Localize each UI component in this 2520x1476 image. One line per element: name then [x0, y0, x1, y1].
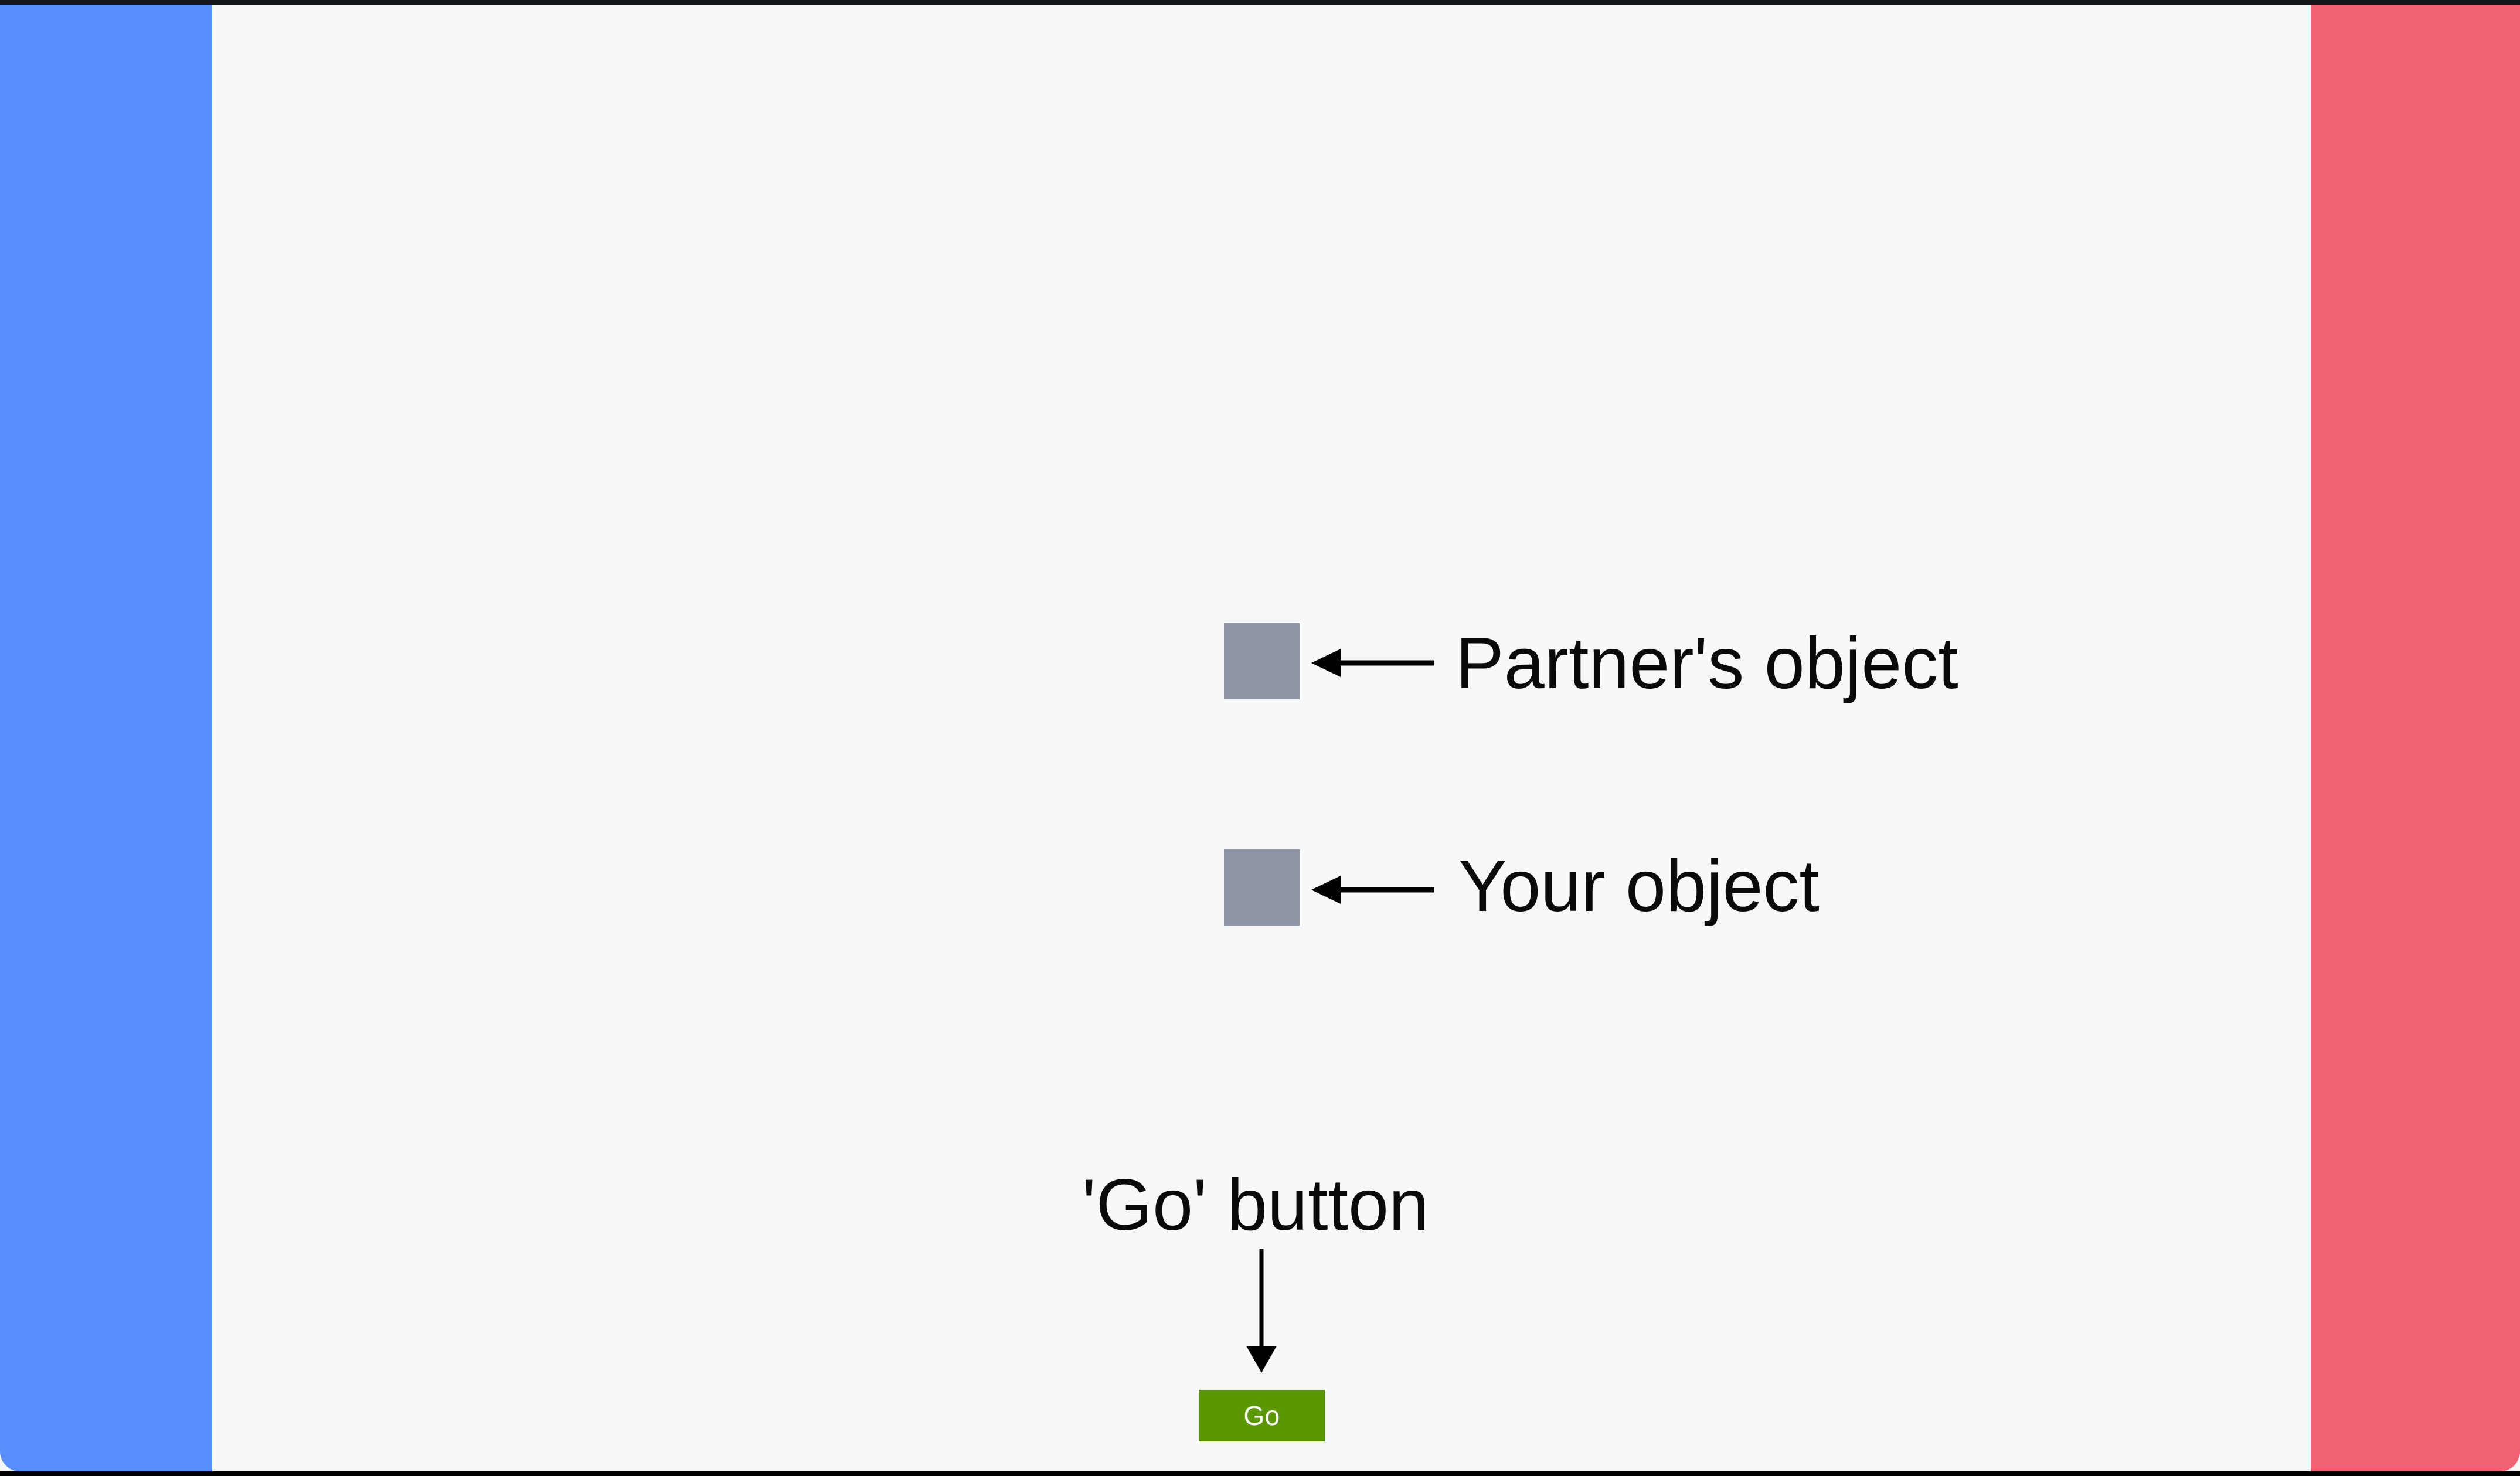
go-button[interactable]: Go	[1199, 1390, 1325, 1441]
top-chrome-strip	[0, 0, 2520, 5]
playfield: Partner's object Your object 'Go' button…	[0, 5, 2520, 1471]
partner-object-swatch[interactable]	[1224, 623, 1300, 699]
your-object-swatch[interactable]	[1224, 849, 1300, 926]
your-object-leader-arrow-icon	[1311, 876, 1434, 904]
your-object-caption: Your object	[1458, 846, 1820, 927]
partner-object-leader-arrow-icon	[1311, 649, 1434, 677]
bottom-chrome-strip	[0, 1471, 2520, 1476]
go-button-leader-arrow-icon	[1246, 1249, 1277, 1373]
partner-territory-panel	[0, 5, 212, 1471]
partner-object-caption: Partner's object	[1455, 623, 1958, 704]
go-button-caption: 'Go' button	[1082, 1165, 1429, 1246]
go-button-label: Go	[1243, 1400, 1280, 1431]
your-territory-panel	[2311, 5, 2520, 1471]
